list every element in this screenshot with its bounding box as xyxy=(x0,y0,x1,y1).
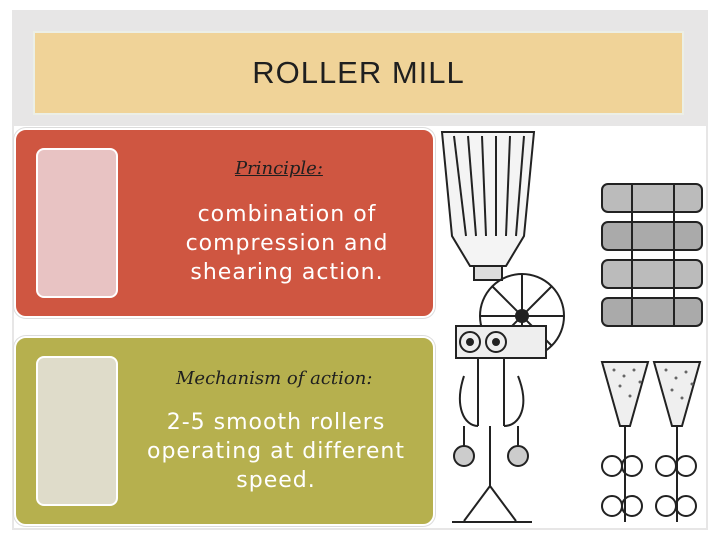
principle-text: combination of compression and shearing … xyxy=(185,202,389,285)
principle-heading: Principle: xyxy=(235,158,323,179)
mechanism-text: 2-5 smooth rollers operating at differen… xyxy=(147,410,405,493)
title-bar: ROLLER MILL xyxy=(33,31,684,115)
principle-card-image-placeholder xyxy=(36,148,118,298)
mechanism-card-image-placeholder xyxy=(36,356,118,506)
mill-body-drawing xyxy=(452,273,565,523)
hopper-drawing xyxy=(440,131,536,281)
roller-set-drawing xyxy=(601,183,703,327)
principle-card: Principle: combination of compression an… xyxy=(14,128,435,318)
roller-mill-illustration xyxy=(434,126,706,528)
grain-dots-drawing xyxy=(612,368,694,400)
slide-title: ROLLER MILL xyxy=(252,55,465,90)
twin-hopper-drawing xyxy=(600,361,702,522)
mechanism-heading: Mechanism of action: xyxy=(176,368,373,389)
mechanism-card: Mechanism of action: 2-5 smooth rollers … xyxy=(14,336,435,526)
